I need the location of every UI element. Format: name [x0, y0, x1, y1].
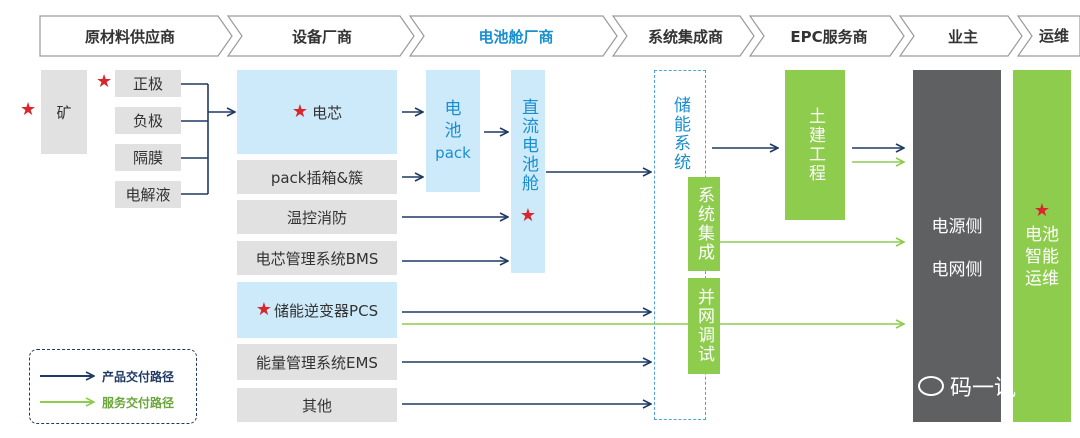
equipment-cell: ★ 电芯	[237, 70, 397, 154]
thermal-label: 温控消防	[286, 208, 347, 227]
equipment-ems: 能量管理系统EMS	[237, 344, 397, 380]
raw-electrolyte: 电解液	[115, 181, 181, 208]
other-label: 其他	[301, 396, 332, 415]
system-integration-label: 系统集成	[694, 186, 714, 262]
civil-engineering-label: 土建工程	[805, 107, 825, 183]
legend-arrows	[40, 364, 98, 408]
stage-equipment: 设备厂商	[291, 27, 352, 46]
star-icon: ★	[291, 101, 309, 122]
stage-om: 运维	[1038, 27, 1069, 45]
dc-battery-cabin: 直流电池舱 ★	[511, 70, 545, 273]
raw-mine: 矿	[41, 70, 87, 154]
equipment-thermal: 温控消防	[237, 200, 397, 234]
civil-engineering-box: 土建工程	[785, 70, 845, 220]
mine-label: 矿	[56, 103, 72, 122]
raw-cathode: 正极	[115, 70, 181, 97]
star-icon: ★	[20, 99, 37, 120]
equipment-pcs: ★ 储能逆变器PCS	[237, 282, 397, 338]
stage-chevron	[226, 15, 415, 57]
om-label: 电池智能运维	[1025, 225, 1059, 289]
owner-grid-side: 电网侧	[931, 260, 983, 280]
stage-raw-materials: 原材料供应商	[84, 27, 175, 46]
stage-epc: EPC服务商	[790, 27, 868, 46]
stage-integrator: 系统集成商	[647, 27, 723, 46]
ems-label: 能量管理系统EMS	[256, 353, 378, 372]
stage-chevron	[898, 15, 1023, 57]
battery-pack: 电 池 pack	[426, 70, 480, 192]
legend: 产品交付路径 服务交付路径	[29, 349, 197, 424]
raw-separator: 隔膜	[115, 144, 181, 171]
dc-cabin-label: 直流电池舱	[518, 98, 538, 193]
stage-chevron	[39, 15, 233, 57]
pack-label: pack插箱&簇	[270, 168, 364, 187]
star-icon: ★	[96, 71, 113, 92]
bms-label: 电芯管理系统BMS	[255, 249, 379, 268]
stage-owner: 业主	[947, 27, 978, 46]
owner-box: 电源侧 电网侧	[913, 70, 1001, 422]
legend-service-label: 服务交付路径	[102, 396, 175, 410]
stage-chevron	[611, 15, 755, 57]
equipment-pack: pack插箱&簇	[237, 160, 397, 194]
owner-power-side: 电源侧	[931, 217, 983, 237]
grid-debug-box: 并网调试	[688, 278, 720, 374]
electrolyte-label: 电解液	[125, 186, 171, 204]
stage-chevron	[408, 15, 618, 57]
legend-product-label: 产品交付路径	[102, 370, 175, 384]
grid-debug-label: 并网调试	[694, 288, 714, 364]
stage-battery-cabin: 电池舱厂商	[478, 27, 554, 46]
stage-chevron	[748, 15, 905, 57]
separator-label: 隔膜	[132, 149, 163, 167]
watermark-text: 码一讯	[950, 376, 1017, 401]
watermark: 码一讯	[918, 370, 1016, 402]
battery-pack-char: 池	[444, 121, 462, 141]
cathode-label: 正极	[132, 75, 163, 93]
cell-label: 电芯	[312, 103, 343, 122]
raw-anode: 负极	[115, 107, 181, 134]
pcs-label: 储能逆变器PCS	[274, 301, 379, 320]
star-icon: ★	[255, 299, 273, 320]
chat-bubble-icon	[918, 376, 944, 396]
star-icon: ★	[1033, 200, 1051, 221]
star-icon: ★	[519, 205, 537, 226]
anode-label: 负极	[132, 112, 163, 130]
battery-pack-char: pack	[435, 144, 471, 162]
stage-chevron	[1016, 15, 1080, 57]
equipment-bms: 电芯管理系统BMS	[237, 241, 397, 275]
system-integration-box: 系统集成	[688, 177, 720, 271]
storage-system-label: 储能系统	[670, 96, 690, 172]
om-box: ★ 电池智能运维	[1013, 70, 1071, 422]
equipment-other: 其他	[237, 388, 397, 422]
battery-pack-char: 电	[444, 99, 462, 119]
